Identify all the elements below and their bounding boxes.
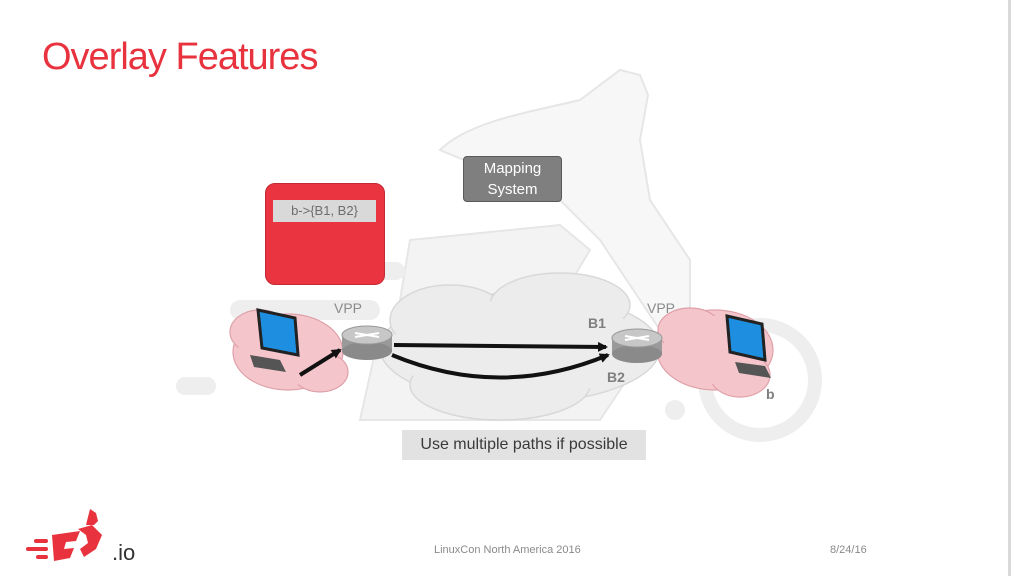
vpp-right-label: VPP <box>647 300 676 316</box>
host-b-label: b <box>766 386 775 402</box>
right-computer-icon <box>725 314 771 378</box>
slide-title: Overlay Features <box>42 36 318 78</box>
fdio-logo-icon <box>26 509 102 561</box>
host-to-router-arrow <box>298 348 342 377</box>
footer-event: LinuxCon North America 2016 <box>434 544 581 556</box>
right-divider <box>1008 0 1011 576</box>
mapping-system-line2: System <box>487 181 538 198</box>
watermark-dot <box>665 400 685 420</box>
left-computer-icon <box>250 308 300 372</box>
vpp-left-label: VPP <box>334 300 363 316</box>
left-router-icon <box>341 325 393 360</box>
b1-label: B1 <box>588 315 606 331</box>
b2-label: B2 <box>607 369 625 385</box>
footer-date: 8/24/16 <box>830 544 867 556</box>
right-router-icon <box>611 328 663 363</box>
mapping-system-line1: Mapping <box>483 160 542 177</box>
map-cache-box <box>265 183 385 285</box>
mapping-system-box: Mapping System <box>463 156 562 202</box>
path-b1-arrow <box>393 341 608 352</box>
path-b2-arrow <box>391 353 610 380</box>
diagram-caption: Use multiple paths if possible <box>402 430 646 460</box>
map-cache-entry: b->{B1, B2} <box>273 200 376 222</box>
logo-suffix: .io <box>112 540 136 565</box>
